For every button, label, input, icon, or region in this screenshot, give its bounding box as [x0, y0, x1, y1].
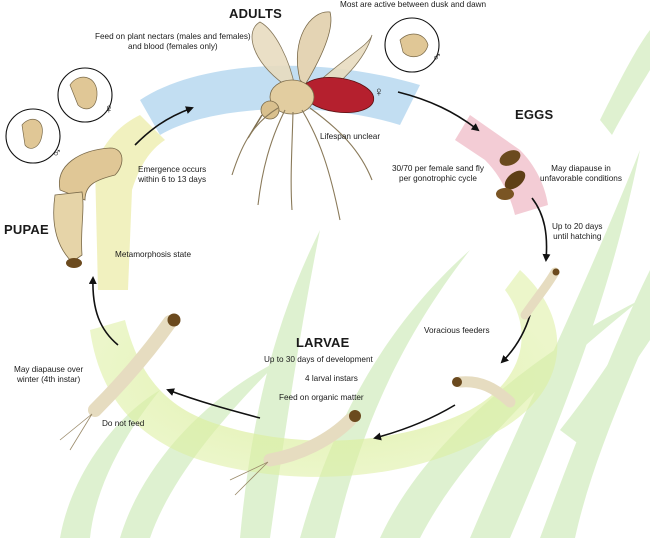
- egg-band: [455, 115, 548, 215]
- arrow-eggs-to-larvae: [531, 197, 551, 262]
- adults-feeding-label: Feed on plant nectars (males and females…: [95, 32, 251, 53]
- pupae-emergence-line1: Emergence occurs: [138, 165, 207, 174]
- arrow-larva-bottom: [373, 404, 456, 441]
- eggs-diapause-line2: unfavorable conditions: [540, 174, 622, 184]
- larva-band: [90, 270, 558, 477]
- egg-2: [504, 170, 526, 190]
- fly-wing-upper: [296, 11, 332, 86]
- eggs-hatch-line1: Up to 20 days: [552, 222, 603, 231]
- arrow-adult-to-eggs: [397, 91, 480, 132]
- fly-wing-left: [251, 21, 296, 89]
- larva-4: [59, 313, 181, 451]
- eggs-count-label: 30/70 per female sand fly per gonotrophi…: [392, 164, 484, 185]
- eggs-illustration: [496, 150, 526, 200]
- larva-3: [229, 410, 361, 496]
- larvae-instars-label: 4 larval instars: [305, 374, 358, 383]
- stage-title-pupae: PUPAE: [4, 222, 49, 237]
- adult-sand-fly-illustration: [231, 11, 375, 221]
- stage-title-adults: ADULTS: [229, 6, 282, 21]
- pupae-metamorphosis-label: Metamorphosis state: [115, 250, 191, 259]
- female-symbol-adult: ♀: [374, 84, 384, 99]
- pupa-band: [95, 115, 165, 290]
- larvae-voracious-label: Voracious feeders: [424, 326, 490, 335]
- male-symbol-pupa: ♂: [52, 145, 62, 160]
- eggs-hatch-line2: until hatching: [553, 232, 602, 242]
- fly-head: [260, 100, 280, 120]
- eggs-diapause-line1: May diapause in: [551, 164, 611, 173]
- larvae-illustrations: [59, 267, 560, 496]
- larva-2: [452, 376, 516, 408]
- pupae-emergence-line2: within 6 to 13 days: [138, 175, 207, 185]
- female-symbol-pupa: ♀: [104, 101, 114, 116]
- arrow-to-pupae: [88, 276, 119, 346]
- pupae-emergence-label: Emergence occurs within 6 to 13 days: [138, 165, 206, 186]
- larvae-no-feed-label: Do not feed: [102, 419, 145, 428]
- pupa-illustration: [53, 147, 123, 268]
- egg-1: [499, 150, 521, 166]
- larva-1: [520, 267, 560, 320]
- larvae-development-label: Up to 30 days of development: [264, 355, 373, 364]
- eggs-count-line1: 30/70 per female sand fly: [392, 164, 484, 173]
- adults-feeding-line2: and blood (females only): [127, 42, 218, 52]
- adults-feeding-line1: Feed on plant nectars (males and females…: [95, 32, 251, 41]
- fly-thorax: [269, 79, 315, 115]
- stage-bands: [90, 65, 558, 477]
- larvae-diapause-line2: winter (4th instar): [16, 375, 81, 385]
- arrow-larva-left: [166, 388, 261, 419]
- fly-legs: [231, 107, 373, 221]
- eggs-hatch-label: Up to 20 days until hatching: [552, 222, 603, 243]
- cycle-arrows: [88, 91, 551, 441]
- eggs-count-line2: per gonotrophic cycle: [399, 174, 477, 184]
- larvae-feeding-label: Feed on organic matter: [279, 393, 364, 402]
- detail-drawings: [21, 33, 429, 149]
- egg-3: [496, 188, 514, 200]
- adults-lifespan-label: Lifespan unclear: [320, 132, 381, 141]
- larvae-diapause-line1: May diapause over: [14, 365, 84, 374]
- eggs-diapause-label: May diapause in unfavorable conditions: [540, 164, 622, 185]
- male-symbol-adult: ♂: [432, 49, 442, 64]
- larvae-diapause-label: May diapause over winter (4th instar): [14, 365, 83, 386]
- arrow-larva-right: [500, 314, 531, 364]
- adults-activity-label: Most are active between dusk and dawn: [340, 0, 487, 9]
- stage-title-eggs: EGGS: [515, 107, 554, 122]
- stage-title-larvae: LARVAE: [296, 335, 350, 350]
- arrow-pupae-to-adult: [134, 106, 194, 146]
